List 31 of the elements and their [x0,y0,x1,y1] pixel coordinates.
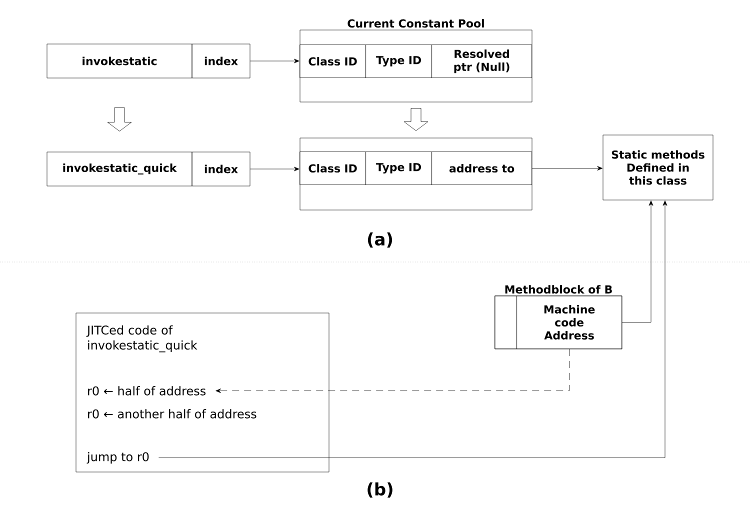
table-cell: Resolved ptr (Null) [432,44,532,78]
dashed-arrow [216,348,570,394]
arrow [158,200,668,458]
index-cell: index [192,44,250,78]
arrow [250,58,300,64]
node-label: Methodblock of B [505,285,612,294]
block-arrow [404,108,428,131]
arrow [250,166,300,172]
arrow [532,166,602,171]
table-cell: address to [432,152,532,185]
block-arrow [107,107,132,132]
process-box: Static methods Defined in this class [602,134,714,200]
instruction-cell: invokestatic_quick [46,152,192,186]
code-box [76,312,330,472]
code-line: r0 ← another half of address [88,409,256,418]
panel-label: (a) [368,232,392,248]
table-cell: Type ID [366,44,432,78]
table-cell: Class ID [300,44,366,78]
table-cell: Machine code Address [516,296,622,349]
constant-pool-table [300,138,532,210]
panel-label: (b) [368,482,392,498]
table-cell [494,296,517,349]
table-cell: Class ID [300,152,366,185]
code-line: JITCed code of invokestatic_quick [86,325,198,352]
code-line: r0 ← half of address [88,386,206,396]
instruction-cell: invokestatic [46,44,192,78]
arrow [622,200,654,322]
node-label: Current Constant Pool [348,19,484,28]
table-cell: Type ID [366,152,432,185]
index-cell: index [192,152,250,186]
code-line: jump to r0 [86,452,149,464]
